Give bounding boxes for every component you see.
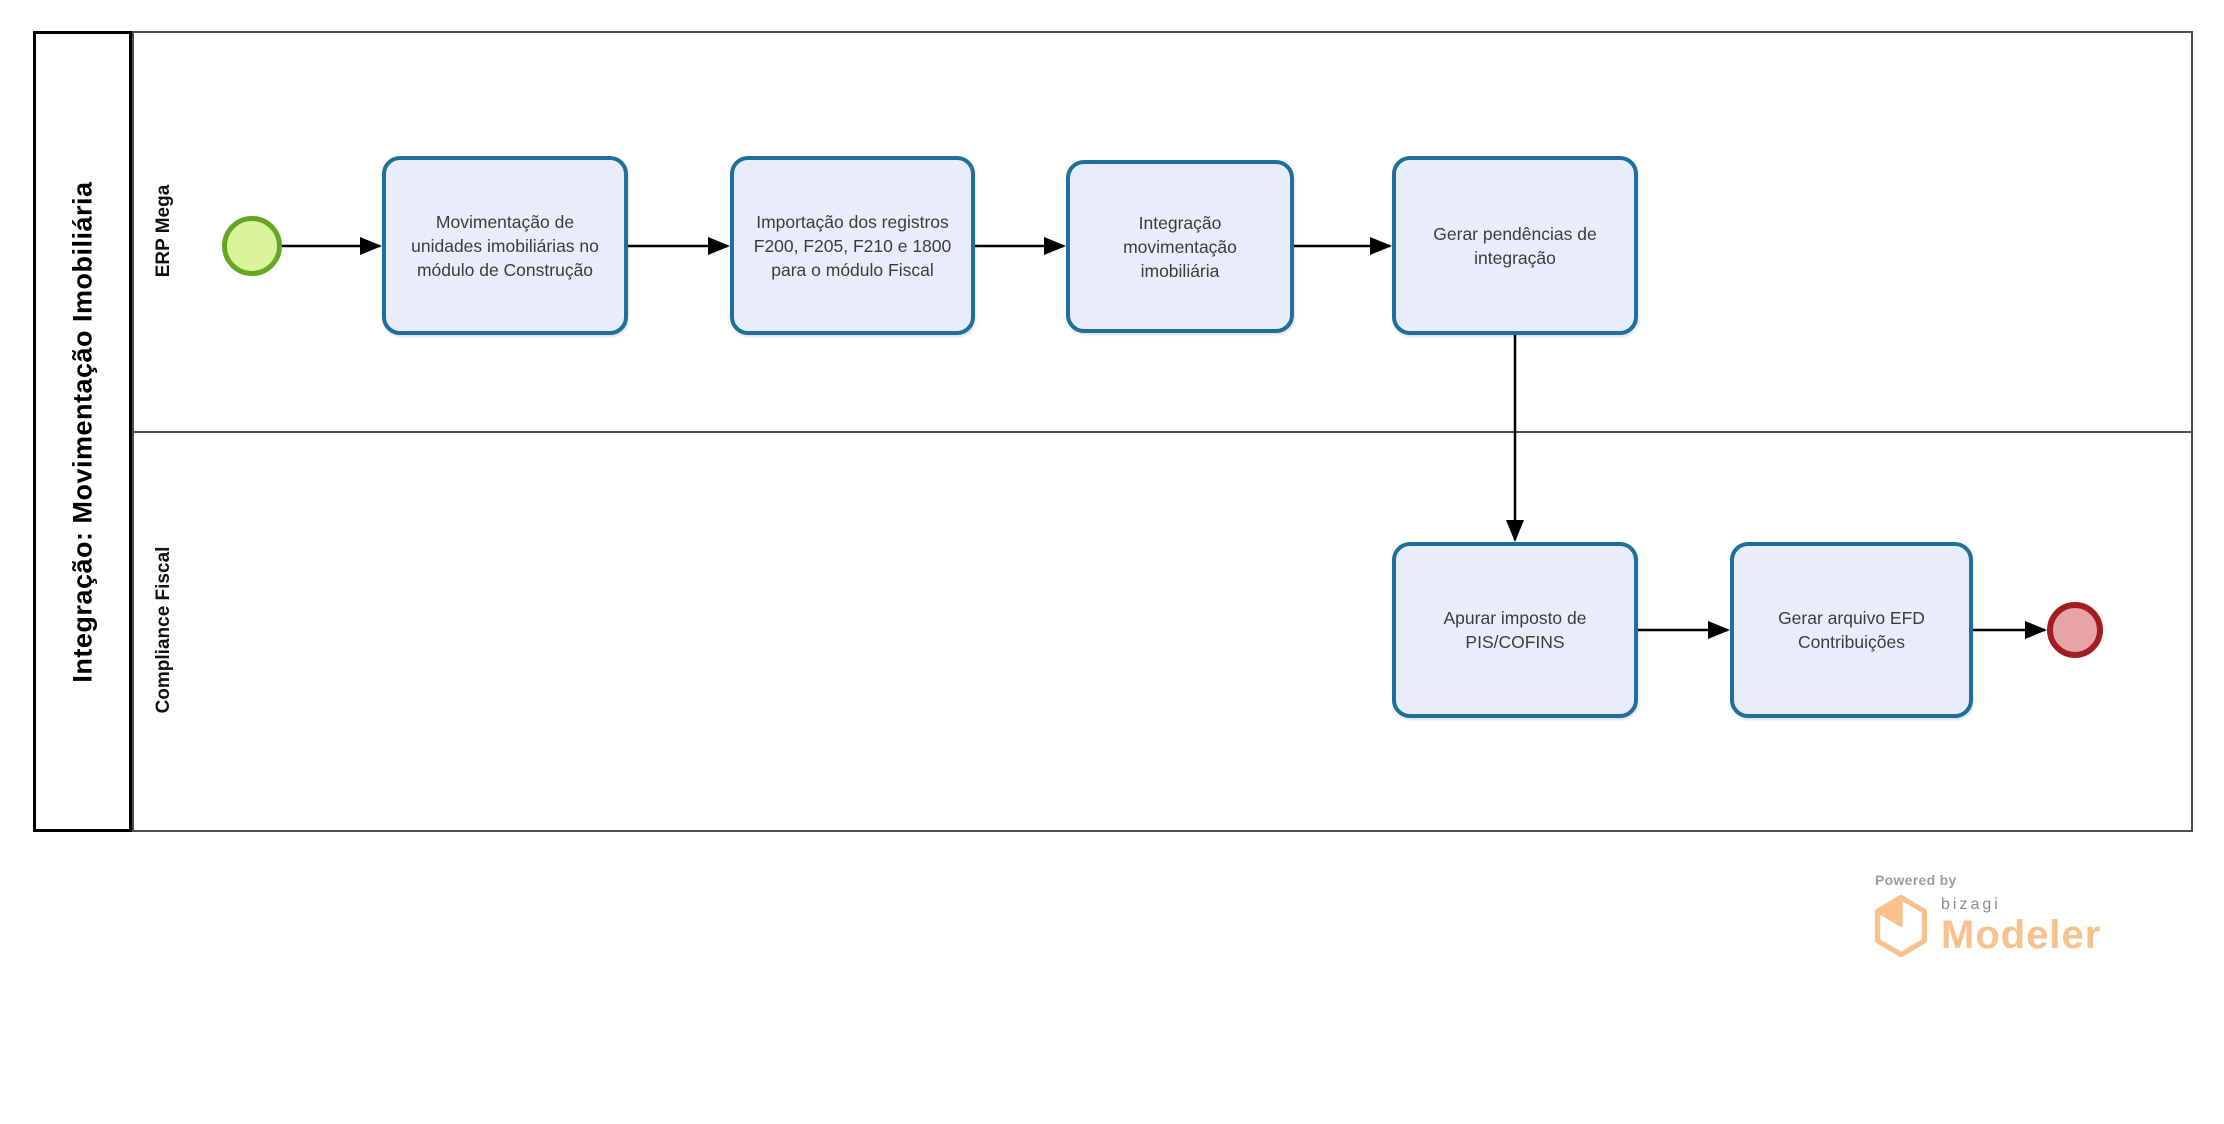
task-gerar-pendencias: Gerar pendências de integração bbox=[1392, 156, 1638, 335]
modeler-wordmark: Modeler bbox=[1941, 913, 2102, 957]
task-label: Gerar pendências de integração bbox=[1433, 223, 1597, 268]
task-importacao-registros: Importação dos registros F200, F205, F21… bbox=[730, 156, 975, 335]
task-label: Movimentação de unidades imobiliárias no… bbox=[411, 211, 599, 280]
task-apurar-imposto: Apurar imposto de PIS/COFINS bbox=[1392, 542, 1638, 718]
end-event bbox=[2047, 602, 2103, 658]
bizagi-modeler-logo: Powered by bizagi Modeler bbox=[1875, 872, 2101, 958]
task-label: Integração movimentação imobiliária bbox=[1123, 212, 1237, 281]
pool-header: Integração: Movimentação Imobiliária bbox=[33, 31, 132, 832]
bizagi-wordmark: bizagi bbox=[1941, 896, 2001, 913]
start-event bbox=[222, 216, 282, 276]
lane-compliance-fiscal bbox=[132, 431, 2193, 832]
bizagi-box-icon bbox=[1875, 894, 1927, 958]
task-gerar-arquivo-efd: Gerar arquivo EFD Contribuições bbox=[1730, 542, 1973, 718]
task-label: Gerar arquivo EFD Contribuições bbox=[1778, 608, 1925, 652]
task-movimentacao-unidades: Movimentação de unidades imobiliárias no… bbox=[382, 156, 628, 335]
task-integracao-movimentacao: Integração movimentação imobiliária bbox=[1066, 160, 1294, 333]
task-label: Importação dos registros F200, F205, F21… bbox=[753, 211, 952, 280]
task-label: Apurar imposto de PIS/COFINS bbox=[1443, 608, 1587, 652]
powered-by-label: Powered by bbox=[1875, 872, 1957, 888]
